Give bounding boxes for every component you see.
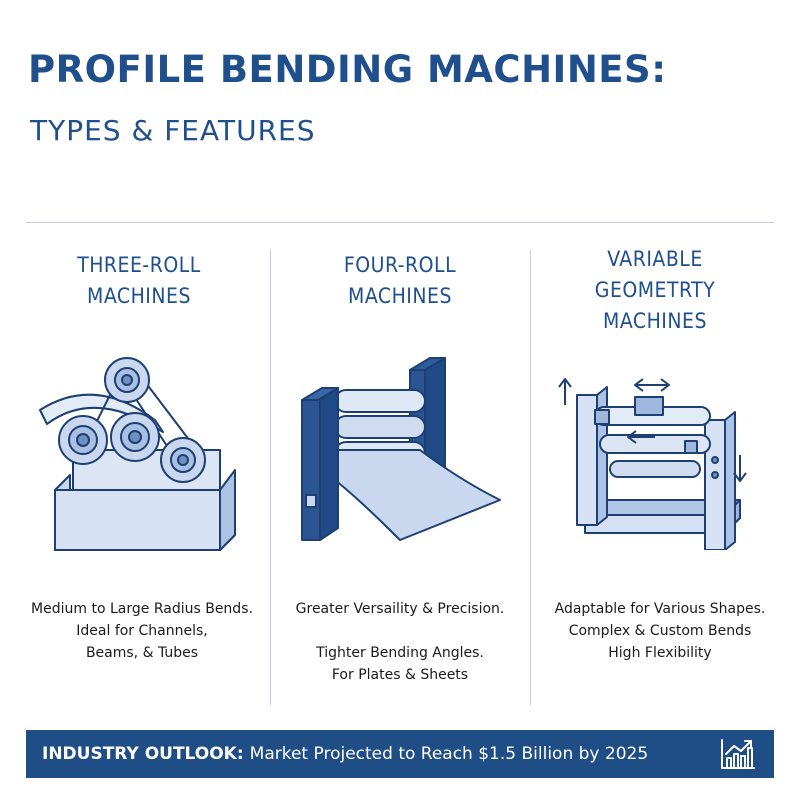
column-separator-2 <box>530 250 531 705</box>
three-roll-machine-illustration <box>39 357 236 551</box>
three-roll-feature-3: Beams, & Tubes <box>85 645 199 661</box>
variable-geometry-machine-illustration <box>558 378 747 550</box>
four-roll-title: FOUR-ROLL MACHINES <box>275 250 525 312</box>
variable-geometry-title: VARIABLE GEOMETRTY MACHINES <box>530 244 780 337</box>
variable-geometry-feature-2: Complex & Custom Bends <box>568 623 752 639</box>
variable-geometry-feature-3: High Flexibility <box>608 645 712 661</box>
variable-geometry-title-line-1: VARIABLE <box>607 247 703 271</box>
three-roll-features: Medium to Large Radius Bends. Ideal for … <box>12 598 272 664</box>
banner-label: INDUSTRY OUTLOOK: <box>42 744 244 764</box>
three-roll-title-line-1: THREE-ROLL <box>77 253 201 277</box>
header-divider <box>26 222 774 223</box>
variable-geometry-title-line-3: MACHINES <box>603 309 707 333</box>
four-roll-features: Greater Versaility & Precision. Tighter … <box>270 598 530 686</box>
four-roll-title-line-2: MACHINES <box>348 284 452 308</box>
four-roll-feature-3: For Plates & Sheets <box>331 667 469 683</box>
variable-geometry-title-line-2: GEOMETRTY <box>594 278 716 302</box>
four-roll-feature-2: Tighter Bending Angles. <box>316 645 484 661</box>
four-roll-feature-1: Greater Versaility & Precision. <box>295 601 505 617</box>
banner-text: Market Projected to Reach $1.5 Billion b… <box>249 744 649 764</box>
growth-chart-icon <box>721 739 755 769</box>
page-subtitle: TYPES & FEATURES <box>30 114 316 147</box>
page-title: PROFILE BENDING MACHINES: <box>28 48 667 91</box>
industry-outlook-banner: INDUSTRY OUTLOOK: Market Projected to Re… <box>26 730 774 778</box>
three-roll-title-line-2: MACHINES <box>87 284 191 308</box>
three-roll-title: THREE-ROLL MACHINES <box>14 250 264 312</box>
variable-geometry-features: Adaptable for Various Shapes. Complex & … <box>530 598 790 664</box>
four-roll-machine-illustration <box>301 357 501 541</box>
variable-geometry-feature-1: Adaptable for Various Shapes. <box>554 601 766 617</box>
four-roll-title-line-1: FOUR-ROLL <box>343 253 457 277</box>
column-separator-1 <box>270 250 271 705</box>
four-roll-feature-spacer <box>270 620 530 642</box>
three-roll-feature-2: Ideal for Channels, <box>76 623 208 639</box>
three-roll-feature-1: Medium to Large Radius Bends. <box>31 601 253 617</box>
